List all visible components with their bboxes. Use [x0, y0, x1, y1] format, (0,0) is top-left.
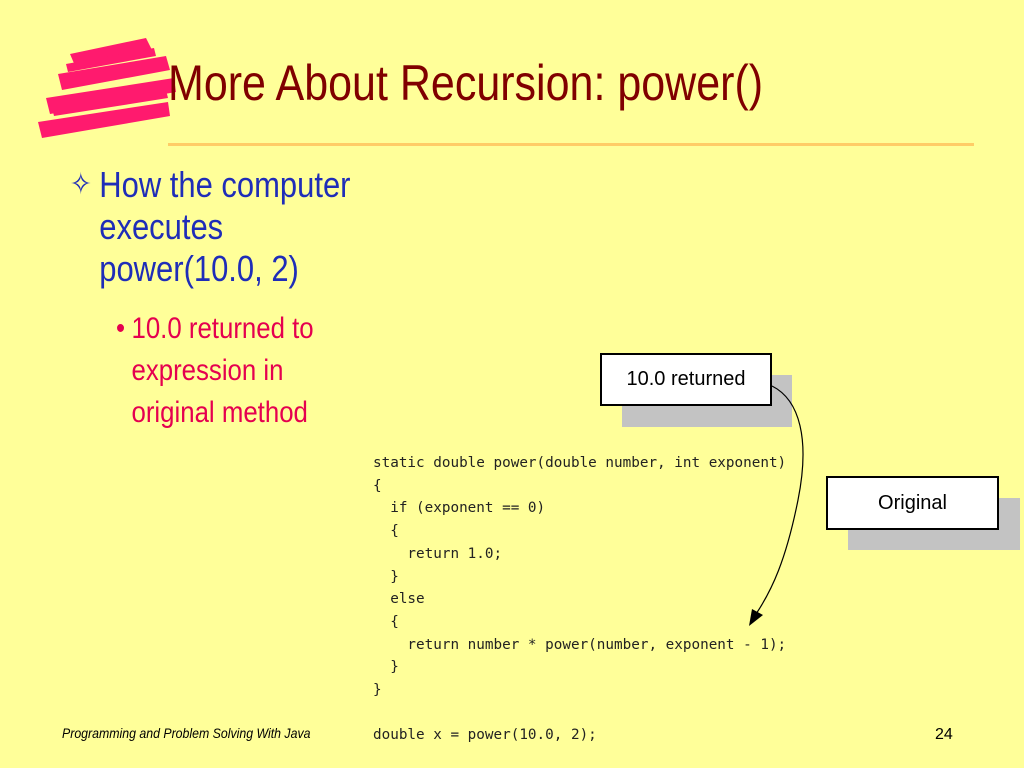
original-callout: Original — [826, 476, 999, 530]
slide-title: More About Recursion: power() — [168, 55, 764, 111]
bullet-level-2-text: 10.0 returned to expression in original … — [131, 308, 313, 434]
bullet-level-1-line: power(10.0, 2) — [99, 248, 299, 289]
four-point-star-bullet-icon: ✧ — [70, 167, 92, 202]
returned-callout: 10.0 returned — [600, 353, 772, 406]
footer-course-title: Programming and Problem Solving With Jav… — [62, 725, 311, 741]
bullet-level-2-line: expression in — [131, 354, 284, 387]
bullet-level-1-line: How the computer — [99, 164, 351, 205]
code-line: { — [373, 523, 399, 540]
code-line: } — [373, 659, 399, 676]
pink-scribble-logo-icon — [38, 38, 176, 138]
code-line: double x = power(10.0, 2); — [373, 727, 597, 744]
bullet-level-1-text: How the computer executes power(10.0, 2) — [99, 164, 350, 290]
code-line: } — [373, 682, 382, 699]
bullet-level-2-line: original method — [131, 396, 308, 429]
code-line: return 1.0; — [373, 545, 503, 562]
title-divider — [168, 143, 974, 146]
code-line: } — [373, 568, 399, 585]
bullet-level-1-line: executes — [99, 206, 224, 247]
code-line: if (exponent == 0) — [373, 500, 546, 517]
code-line: { — [373, 613, 399, 630]
code-line: { — [373, 477, 382, 494]
code-line: return number * power(number, exponent -… — [373, 636, 787, 653]
code-line: else — [373, 591, 425, 608]
code-listing: static double power(double number, int e… — [373, 452, 786, 747]
code-line: static double power(double number, int e… — [373, 455, 787, 471]
bullet-level-2-line: 10.0 returned to — [131, 312, 314, 345]
dot-bullet-icon: • — [116, 312, 126, 345]
page-number: 24 — [935, 726, 953, 743]
